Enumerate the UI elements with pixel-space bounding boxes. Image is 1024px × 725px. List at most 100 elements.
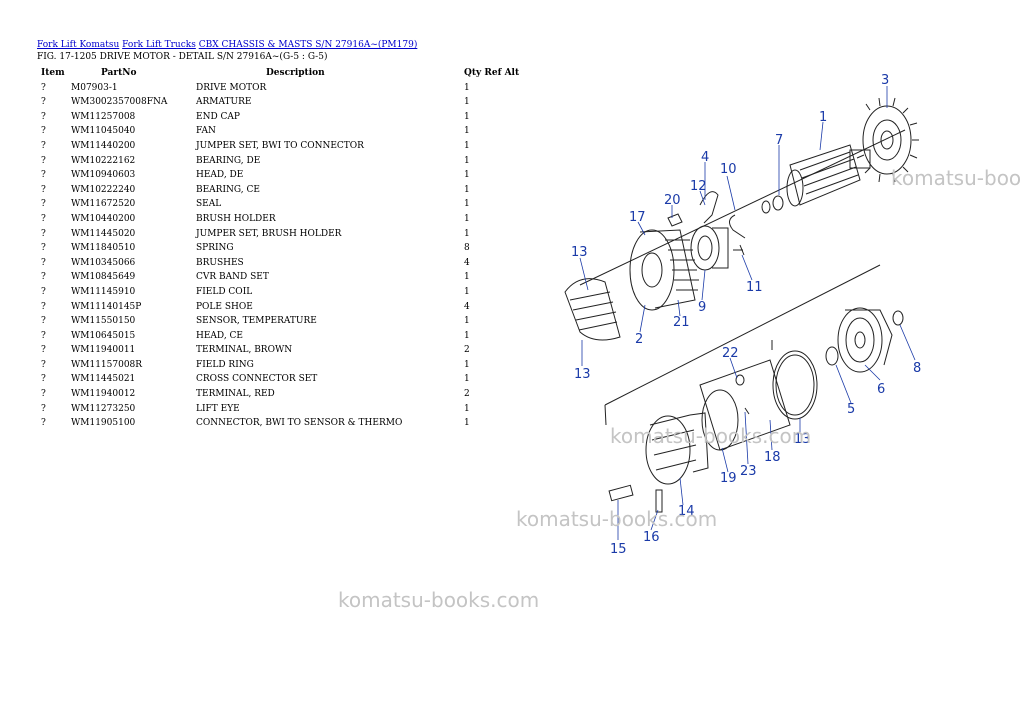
cell-description: HEAD, DE [196,170,244,181]
cell-item: ? [41,111,46,122]
callout-12[interactable]: 12 [690,179,707,194]
callout-2[interactable]: 2 [635,332,643,347]
cell-part-no: WM11672520 [71,199,136,210]
callout-3[interactable]: 3 [881,73,889,88]
callout-13-right[interactable]: 13 [794,432,811,447]
cell-item: ? [41,272,46,283]
callout-9[interactable]: 9 [698,300,706,315]
cell-qty: 1 [464,213,470,224]
cell-part-no: WM10440200 [71,213,136,224]
cell-item: ? [41,155,46,166]
jumper-drawing [699,191,719,224]
callout-13-left-bottom[interactable]: 13 [574,367,591,382]
cell-description: JUMPER SET, BRUSH HOLDER [196,228,342,239]
cell-part-no: WM11445021 [71,374,136,385]
breadcrumb-link-fork-lift-komatsu[interactable]: Fork Lift Komatsu [37,40,120,50]
callout-8[interactable]: 8 [913,361,921,376]
watermark-page-bottom: komatsu-books.com [338,588,540,612]
cell-item: ? [41,345,46,356]
callout-1[interactable]: 1 [819,110,827,125]
cell-description: HEAD, CE [196,330,243,341]
cell-description: CROSS CONNECTOR SET [196,374,318,385]
callout-6[interactable]: 6 [877,382,885,397]
cell-qty: 1 [464,82,470,93]
cell-part-no: WM11157008R [71,359,143,370]
cell-qty: 1 [464,359,470,370]
cell-description: SEAL [196,199,222,210]
cell-qty: 1 [464,403,470,414]
cell-qty: 1 [464,316,470,327]
cell-description: CONNECTOR, BWI TO SENSOR & THERMO [196,418,403,429]
watermark-diagram-bottom: komatsu-books.com [516,507,718,531]
cell-description: BEARING, DE [196,155,261,166]
cell-item: ? [41,243,46,254]
header-qty-ref-alt: Qty Ref Alt [464,68,520,78]
cell-description: BRUSHES [196,257,244,268]
cell-qty: 1 [464,330,470,341]
cell-part-no: WM11940011 [71,345,136,356]
cell-qty: 4 [464,301,470,312]
breadcrumb-link-fork-lift-trucks[interactable]: Fork Lift Trucks [122,40,196,50]
callout-17[interactable]: 17 [629,210,646,225]
cell-part-no: WM10845649 [71,272,136,283]
cell-part-no: WM3002357008FNA [71,97,168,108]
callout-14[interactable]: 14 [678,504,695,519]
cell-part-no: WM11940012 [71,389,136,400]
cell-qty: 1 [464,155,470,166]
cell-qty: 2 [464,345,470,356]
cell-item: ? [41,228,46,239]
cell-qty: 1 [464,97,470,108]
cell-description: SENSOR, TEMPERATURE [196,316,317,327]
header-item: Item [41,68,65,78]
cell-item: ? [41,257,46,268]
callout-5[interactable]: 5 [847,402,855,417]
callout-7[interactable]: 7 [775,133,783,148]
cell-qty: 1 [464,199,470,210]
callout-15[interactable]: 15 [610,542,627,557]
cell-description: FAN [196,126,216,137]
callout-23[interactable]: 23 [740,464,757,479]
cell-part-no: WM11550150 [71,316,136,327]
armature-drawing [786,144,871,207]
callout-20[interactable]: 20 [664,193,681,208]
cell-description: BEARING, CE [196,184,260,195]
breadcrumb-link-cbx-chassis[interactable]: CBX CHASSIS & MASTS S/N 27916A~(PM179) [198,40,418,50]
table-header-row: Item PartNo Description Qty Ref Alt [37,66,524,81]
cell-item: ? [41,170,46,181]
callout-13-left-top[interactable]: 13 [571,245,588,260]
callout-19[interactable]: 19 [720,471,737,486]
callout-16[interactable]: 16 [643,530,660,545]
callout-18[interactable]: 18 [764,450,781,465]
cell-qty: 1 [464,140,470,151]
watermark-top-right: komatsu-boo [891,166,1022,190]
callout-22[interactable]: 22 [722,346,739,361]
callout-11[interactable]: 11 [746,280,763,295]
callout-21[interactable]: 21 [673,315,690,330]
cell-qty: 1 [464,418,470,429]
cell-part-no: WM10222240 [71,184,136,195]
cover-band-left-drawing [564,278,621,341]
cell-item: ? [41,374,46,385]
cell-item: ? [41,330,46,341]
watermark-diagram-middle: komatsu-books.com [610,424,812,448]
cell-qty: 1 [464,272,470,283]
cell-part-no: WM11257008 [71,111,136,122]
callout-4[interactable]: 4 [701,150,709,165]
cell-part-no: WM11440200 [71,140,136,151]
field-frame-drawing [629,229,699,311]
cell-qty: 8 [464,243,470,254]
callout-10[interactable]: 10 [720,162,737,177]
cell-description: CVR BAND SET [196,272,269,283]
breadcrumb: Fork Lift Komatsu Fork Lift Trucks CBX C… [37,40,417,51]
